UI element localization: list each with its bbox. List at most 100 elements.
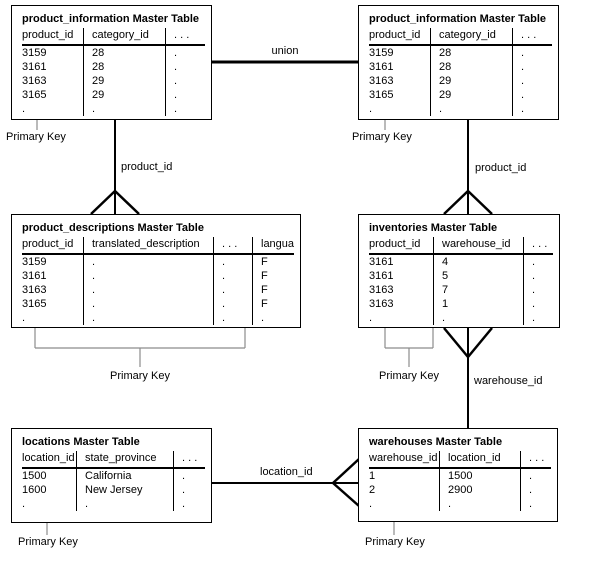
table-cell: . [523,311,553,325]
column-header: location_id [439,451,521,469]
column-header: . . . [520,451,551,469]
table-cell: 3161 [369,256,394,268]
table-cell: . [439,497,521,511]
table-product-information-right: product_information Master Table product… [358,5,559,120]
column-header: category_id [430,28,513,46]
table-cell: New Jersey [76,483,174,497]
table-title: inventories Master Table [369,222,498,234]
table-cell: F [252,269,294,283]
table-cell: 28 [83,45,166,60]
relationship-label-warehouse-id: warehouse_id [474,375,543,387]
column-header: category_id [83,28,166,46]
table-cell: . [165,74,205,88]
table-cell: . [22,498,26,510]
table-cell: . [430,102,513,116]
table-cell: . [83,102,166,116]
table-cell: . [83,297,214,311]
table-cell: . [523,297,553,311]
table-cell: 29 [83,88,166,102]
table-row: 3161 28. [369,60,552,74]
table-row: 3163..F [22,283,294,297]
table-cell: F [252,283,294,297]
table-cell: . [213,283,253,297]
right-crow-foot-prong [467,190,493,215]
table-cell: . [213,269,253,283]
column-header: . . . [512,28,552,46]
table-cell: . [520,468,551,483]
table-row: ... [369,102,552,116]
column-header: warehouse_id [433,237,524,255]
primary-key-label-product-information-left: Primary Key [6,131,66,143]
table-row: ... [22,497,205,511]
table-cell: . [213,254,253,269]
table-cell: F [252,297,294,311]
table-cell: . [369,498,373,510]
table-row: ... [369,497,551,511]
inventories-crow-foot-prong [467,327,493,358]
table-cell: . [512,74,552,88]
table-cell: . [83,269,214,283]
column-header: . . . [165,28,205,46]
right-crow-foot-prong [443,190,469,215]
table-cell: 1500 [22,470,47,482]
table-cell: 2900 [439,483,521,497]
table-cell: 3165 [22,298,47,310]
table-cell: 1 [369,470,376,482]
table-row: 3159 28. [22,45,205,60]
inventories-crow-foot-prong [443,327,469,358]
table-cell: 1600 [22,484,47,496]
column-header: product_id [369,28,431,46]
table-row: 3159..F [22,254,294,269]
table-cell: 5 [433,269,524,283]
column-header: product_id [369,237,434,255]
table-cell: . [22,312,26,324]
column-header: product_id [22,237,84,255]
column-header: . . . [523,237,553,255]
table-cell: . [173,468,205,483]
table-cell: 3163 [369,75,394,87]
table-cell: 3161 [369,61,394,73]
primary-key-label-locations: Primary Key [18,536,78,548]
table-cell: . [165,45,205,60]
table-cell: . [512,88,552,102]
table-cell: 1500 [439,468,521,483]
table-cell: . [512,60,552,74]
table-cell: 1 [433,297,524,311]
table-title: product_information Master Table [369,13,547,25]
table-cell: 28 [430,60,513,74]
table-row: 3165..F [22,297,294,311]
table-cell: 3163 [22,75,47,87]
table-cell: . [22,103,26,115]
table-cell: . [83,311,214,325]
table-cell: . [523,254,553,269]
table-cell: 3159 [369,47,394,59]
table-product-information-left: product_information Master Table product… [11,5,212,120]
table-cell: 3161 [369,270,394,282]
table-title: warehouses Master Table [369,436,503,448]
table-cell: . [83,254,214,269]
relationship-label-product-id-left: product_id [121,161,173,173]
primary-key-label-product-information-right: Primary Key [352,131,412,143]
primary-key-label-warehouses: Primary Key [365,536,425,548]
table-cell: 3159 [22,47,47,59]
table-cell: . [213,297,253,311]
table-cell: 3161 [22,61,47,73]
table-cell: . [512,102,552,116]
table-cell: 3159 [22,256,47,268]
table-cell: . [173,483,205,497]
